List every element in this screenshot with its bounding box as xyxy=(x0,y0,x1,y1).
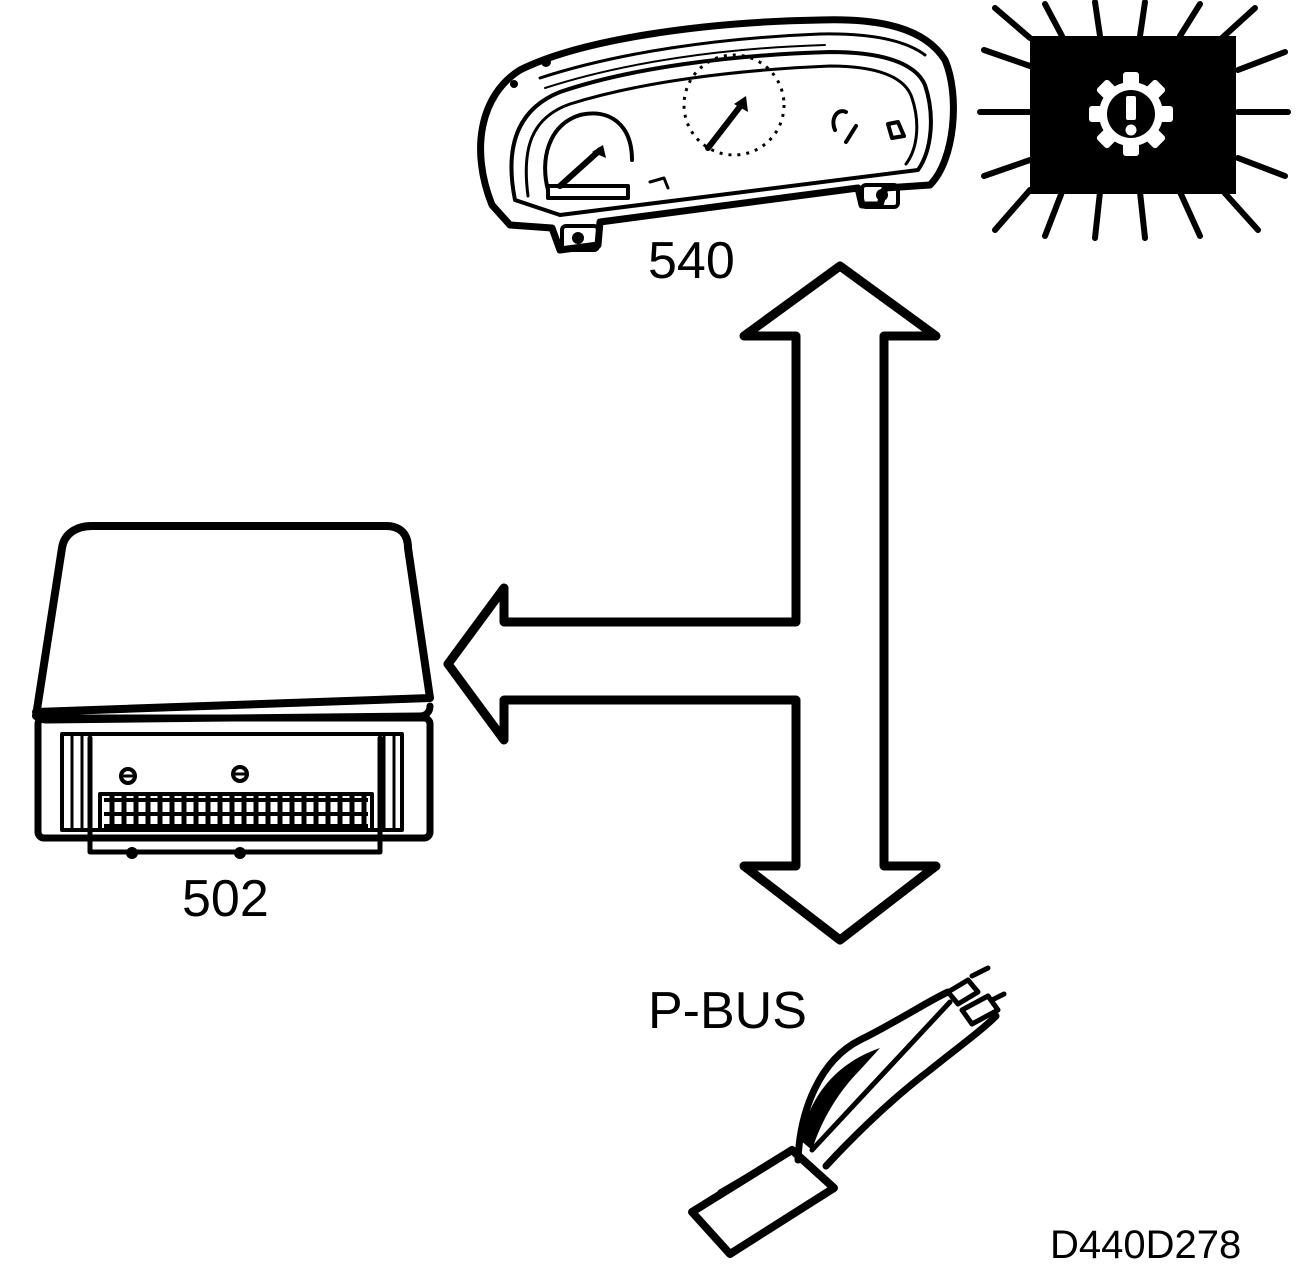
label-502: 502 xyxy=(182,870,269,928)
light-rays xyxy=(977,0,1291,241)
control-module xyxy=(32,522,434,859)
label-540: 540 xyxy=(648,232,735,290)
instrument-cluster xyxy=(477,16,957,254)
bus-arrow xyxy=(443,261,941,945)
warning-lamp xyxy=(977,0,1291,241)
label-pbus: P-BUS xyxy=(648,982,807,1040)
gear-exclamation-icon xyxy=(1089,72,1173,156)
diagnostic-connector xyxy=(688,965,1007,1258)
figure-reference: D440D278 xyxy=(1050,1223,1241,1267)
